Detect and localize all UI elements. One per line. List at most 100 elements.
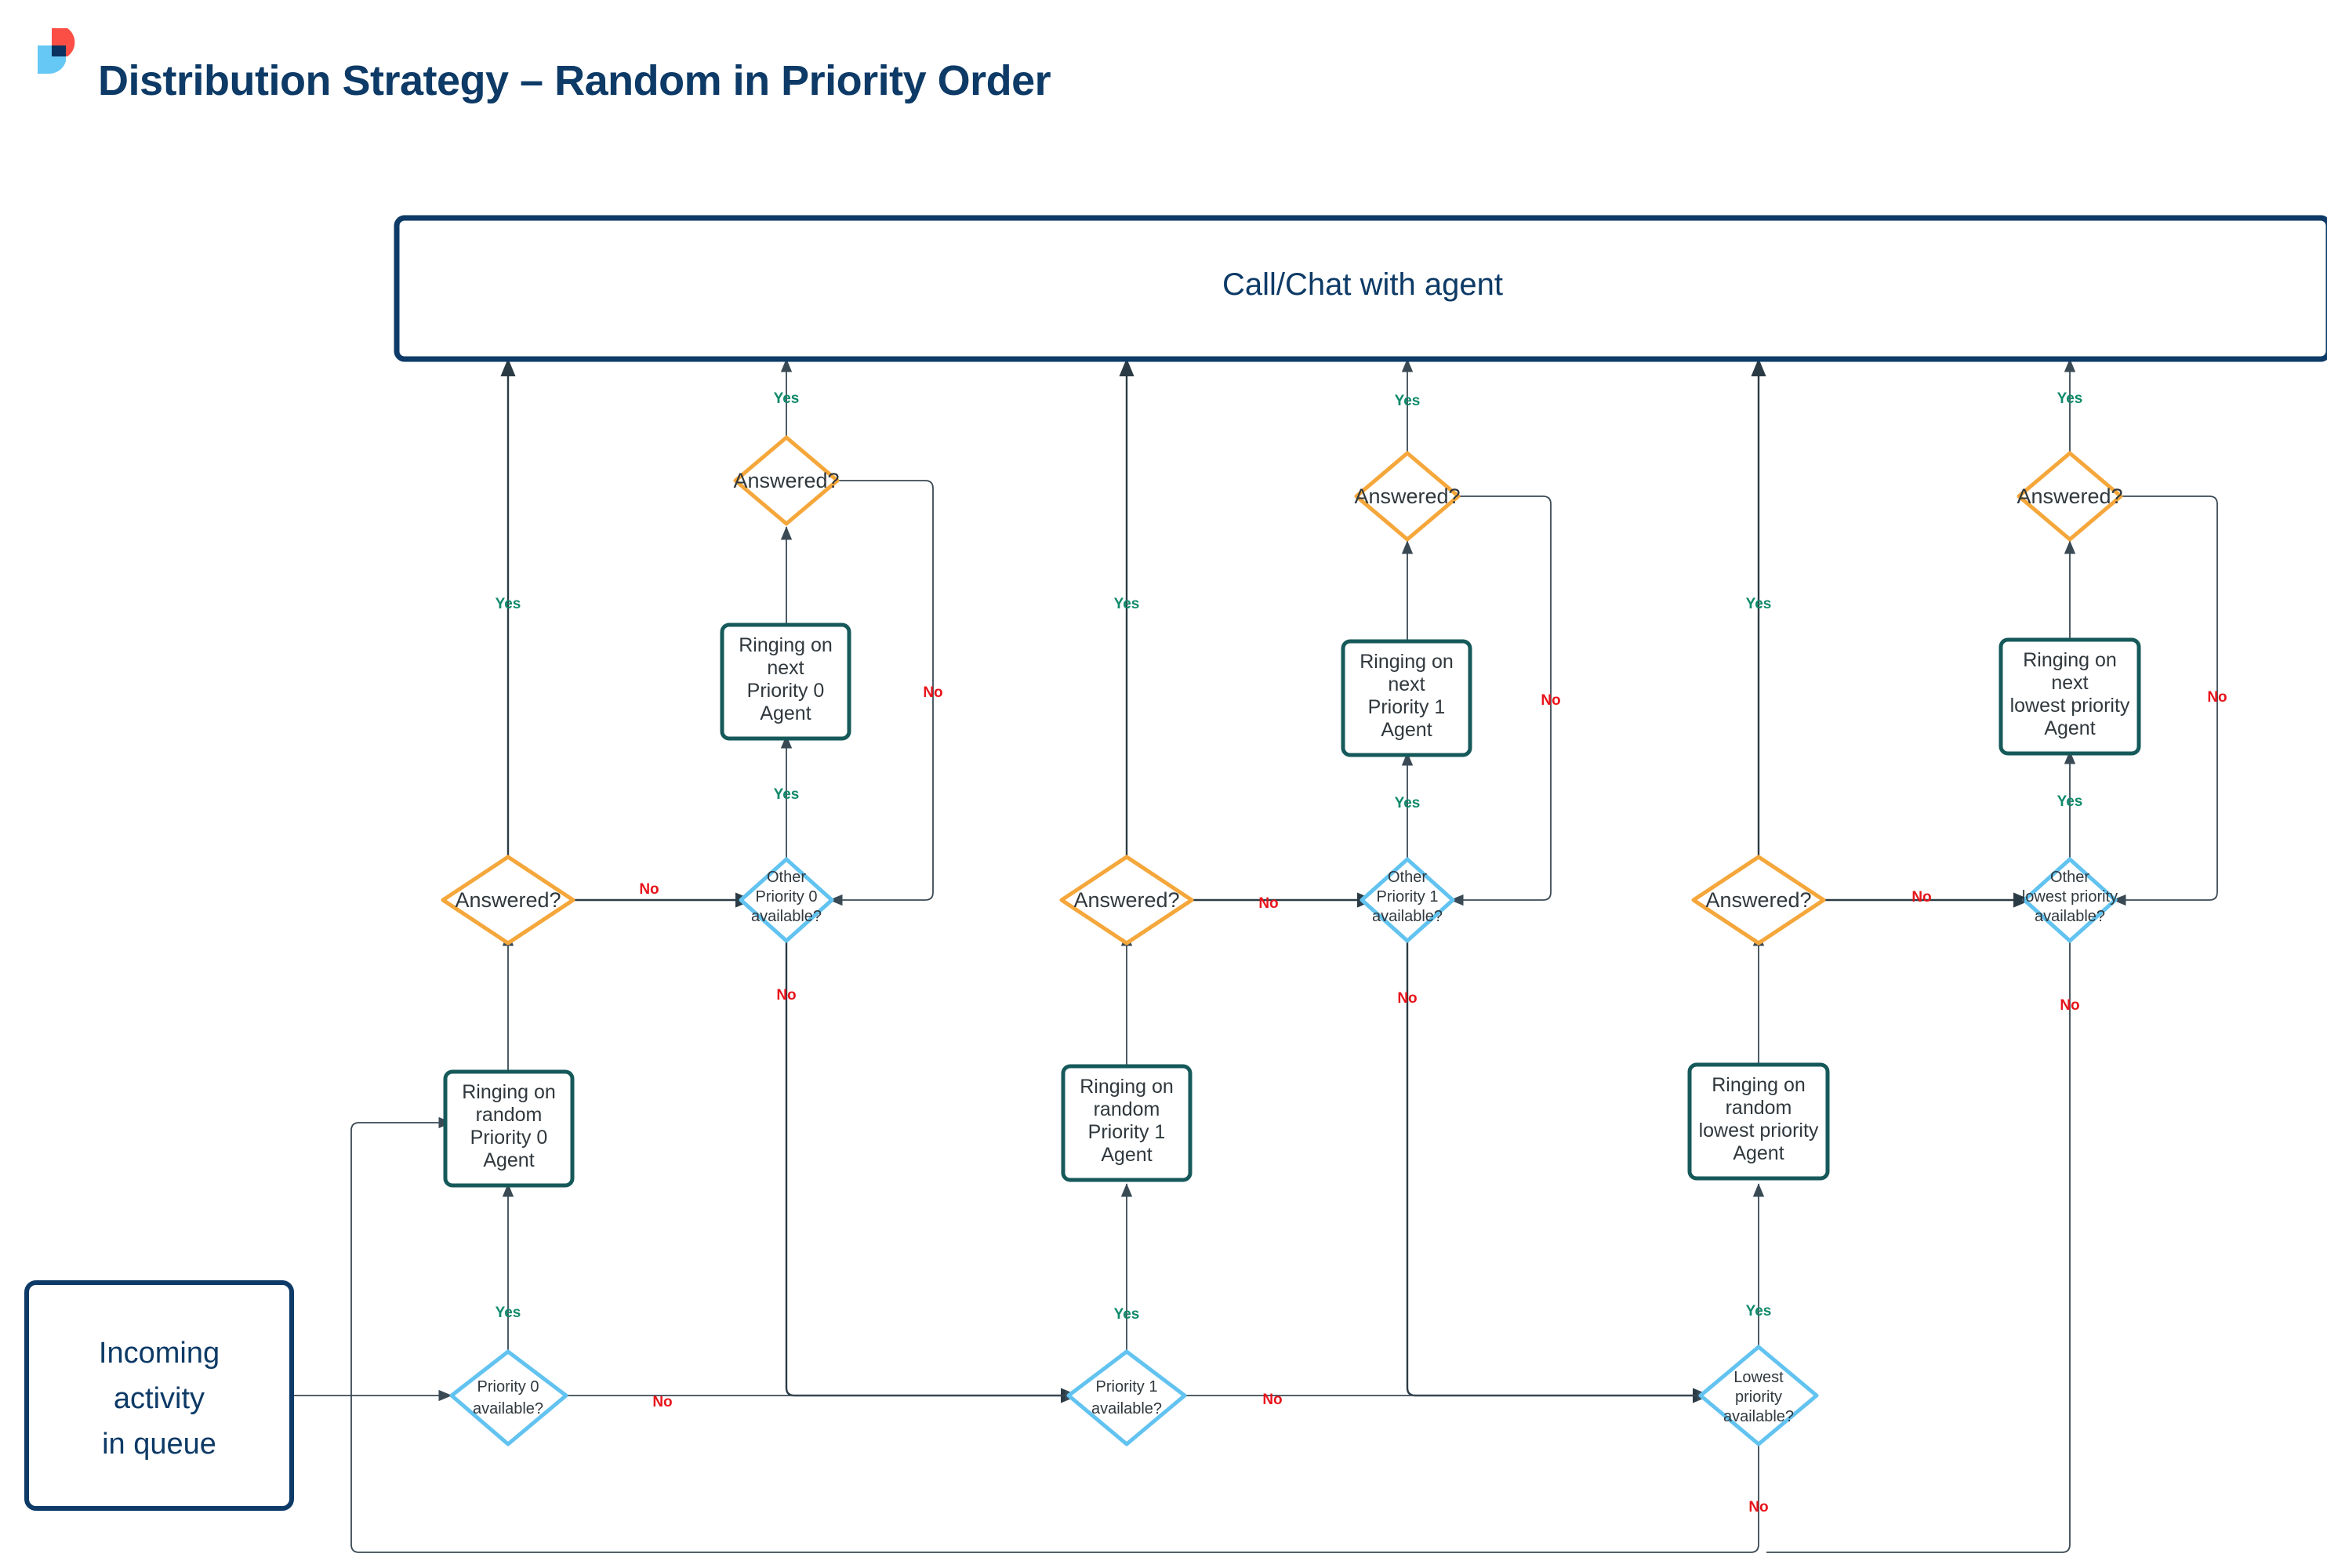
edge-p1-answered2-no-loop — [1450, 495, 1552, 906]
ringing-next-p0-line-3: Priority 0 — [747, 680, 825, 702]
node-answered-priority-1-second[interactable]: Answered? — [1354, 451, 1461, 542]
ringing-next-p0-line-2: next — [767, 657, 804, 679]
ringing-random-lp-line-3: lowest priority — [1699, 1120, 1819, 1142]
label-yes-p1-other: Yes — [1395, 795, 1421, 811]
answered-lp-second-diamond[interactable] — [2017, 451, 2123, 542]
node-other-priority-1-available[interactable]: Other Priority 1 available? — [1360, 857, 1455, 943]
priority-1-available-diamond[interactable] — [1066, 1349, 1187, 1446]
label-no-p0-other: No — [776, 987, 796, 1004]
page-header: Distribution Strategy – Random in Priori… — [0, 0, 2327, 149]
ringing-random-p0-line-4: Agent — [483, 1149, 534, 1171]
node-answered-priority-1-first[interactable]: Answered? — [1059, 855, 1194, 946]
label-yes-p0-answered2: Yes — [774, 390, 800, 407]
label-yes-lp-available: Yes — [1746, 1303, 1772, 1319]
node-ringing-on-random-priority-1-agent[interactable]: Ringing on random Priority 1 Agent — [1061, 1064, 1193, 1182]
other-p1-available-diamond[interactable] — [1360, 857, 1455, 943]
ringing-random-p1-line-1: Ringing on — [1080, 1076, 1174, 1098]
ringing-next-p1-box[interactable] — [1341, 639, 1472, 757]
incoming-activity-box[interactable] — [24, 1280, 294, 1511]
edge-label-layer: Yes Yes No Yes Yes No No No Yes Yes No Y… — [496, 390, 2227, 1515]
ringing-random-p0-line-2: random — [476, 1104, 543, 1126]
edge-p0-other-no-to-p1 — [785, 938, 1079, 1403]
label-yes-p0-available: Yes — [496, 1305, 521, 1321]
label-no-p1-answered1: No — [1258, 895, 1278, 912]
label-no-lp-available: No — [1748, 1499, 1768, 1515]
node-call-chat-with-agent[interactable]: Call/Chat with agent — [394, 215, 2327, 362]
ringing-next-lp-line-2: next — [2051, 672, 2088, 694]
ringing-next-p0-box[interactable] — [720, 622, 851, 741]
node-answered-priority-0-second[interactable]: Answered? — [733, 435, 840, 526]
other-p0-available-line-1: Other — [767, 869, 806, 886]
node-lowest-priority-available[interactable]: Lowest priority available? — [1698, 1345, 1819, 1446]
ringing-random-p0-line-3: Priority 0 — [470, 1127, 548, 1149]
call-chat-with-agent-label: Call/Chat with agent — [1222, 267, 1503, 302]
ringing-random-lp-box[interactable] — [1687, 1062, 1830, 1181]
answered-lp-first-label: Answered? — [1705, 888, 1811, 912]
other-lp-available-diamond[interactable] — [2022, 857, 2118, 943]
label-no-p1-other: No — [1397, 990, 1417, 1007]
node-ringing-on-random-lowest-priority-agent[interactable]: Ringing on random lowest priority Agent — [1687, 1062, 1830, 1181]
label-yes-lp-answered2: Yes — [2057, 390, 2083, 407]
node-answered-priority-0-first[interactable]: Answered? — [441, 855, 575, 946]
edge-lp-available-no-return — [350, 1116, 1759, 1553]
node-priority-0-available[interactable]: Priority 0 available? — [449, 1349, 568, 1446]
other-p0-available-diamond[interactable] — [739, 857, 834, 943]
ringing-random-lp-line-4: Agent — [1733, 1142, 1784, 1164]
label-yes-p0-answered1: Yes — [496, 596, 521, 612]
answered-lp-second-label: Answered? — [2017, 485, 2122, 508]
ringing-next-p0-line-4: Agent — [760, 702, 811, 724]
ringing-random-lp-line-1: Ringing on — [1712, 1074, 1806, 1096]
label-no-lp-answered1: No — [1911, 889, 1931, 906]
node-answered-lowest-priority-first[interactable]: Answered? — [1691, 855, 1826, 946]
ringing-next-p0-line-1: Ringing on — [739, 634, 833, 656]
lowest-priority-available-diamond[interactable] — [1698, 1345, 1819, 1446]
node-priority-1-available[interactable]: Priority 1 available? — [1066, 1349, 1187, 1446]
label-no-p1-answered2: No — [1541, 692, 1560, 709]
answered-p0-second-diamond[interactable] — [733, 435, 840, 526]
ringing-next-p1-line-2: next — [1388, 673, 1425, 695]
priority-1-available-line-2: available? — [1091, 1400, 1162, 1417]
label-yes-lp-other: Yes — [2057, 793, 2083, 810]
ringing-random-p1-box[interactable] — [1061, 1064, 1193, 1182]
other-p1-available-line-2: Priority 1 — [1377, 888, 1439, 906]
label-yes-p1-answered2: Yes — [1395, 393, 1421, 409]
node-answered-lowest-priority-second[interactable]: Answered? — [2017, 451, 2123, 542]
answered-p0-first-label: Answered? — [455, 888, 561, 912]
other-p0-available-line-2: Priority 0 — [756, 888, 818, 906]
node-other-lowest-priority-available[interactable]: Other lowest priority available? — [2022, 857, 2118, 943]
page-title: Distribution Strategy – Random in Priori… — [98, 57, 1051, 104]
node-ringing-on-next-priority-1-agent[interactable]: Ringing on next Priority 1 Agent — [1341, 639, 1472, 757]
ringing-next-lp-line-3: lowest priority — [2010, 695, 2130, 717]
ringing-next-p1-line-4: Agent — [1381, 719, 1432, 741]
edge-p0-answered2-no-loop — [829, 480, 934, 906]
ringing-random-p0-box[interactable] — [443, 1069, 575, 1188]
node-ringing-on-next-priority-0-agent[interactable]: Ringing on next Priority 0 Agent — [720, 622, 851, 741]
label-no-lp-other: No — [2060, 997, 2079, 1014]
node-other-priority-0-available[interactable]: Other Priority 0 available? — [739, 857, 834, 943]
answered-lp-first-diamond[interactable] — [1691, 855, 1826, 946]
label-no-p0-available: No — [652, 1394, 672, 1410]
ringing-random-lp-line-2: random — [1726, 1097, 1792, 1119]
call-chat-with-agent-box[interactable] — [394, 215, 2327, 362]
label-yes-p0-other: Yes — [774, 786, 800, 803]
answered-p1-second-diamond[interactable] — [1354, 451, 1461, 542]
ringing-next-lp-line-1: Ringing on — [2023, 649, 2117, 671]
node-incoming-activity-in-queue[interactable]: Incoming activity in queue — [24, 1280, 294, 1511]
node-ringing-on-next-lowest-priority-agent[interactable]: Ringing on next lowest priority Agent — [1998, 637, 2141, 756]
lowest-priority-available-line-1: Lowest — [1733, 1369, 1784, 1386]
ringing-next-p1-line-1: Ringing on — [1360, 651, 1454, 673]
label-yes-p1-answered1: Yes — [1114, 596, 1140, 612]
answered-p1-first-diamond[interactable] — [1059, 855, 1194, 946]
priority-1-available-line-1: Priority 1 — [1096, 1378, 1158, 1396]
lowest-priority-available-line-3: available? — [1723, 1408, 1794, 1425]
node-ringing-on-random-priority-0-agent[interactable]: Ringing on random Priority 0 Agent — [443, 1069, 575, 1188]
priority-0-available-diamond[interactable] — [449, 1349, 568, 1446]
ringing-random-p1-line-3: Priority 1 — [1088, 1121, 1166, 1143]
label-no-p0-answered2: No — [923, 684, 942, 701]
ringing-next-p1-line-3: Priority 1 — [1368, 696, 1446, 718]
other-lp-available-line-1: Other — [2050, 869, 2089, 886]
ringing-next-lp-box[interactable] — [1998, 637, 2141, 756]
incoming-activity-line-1: Incoming — [99, 1337, 220, 1370]
answered-p0-first-diamond[interactable] — [441, 855, 575, 946]
